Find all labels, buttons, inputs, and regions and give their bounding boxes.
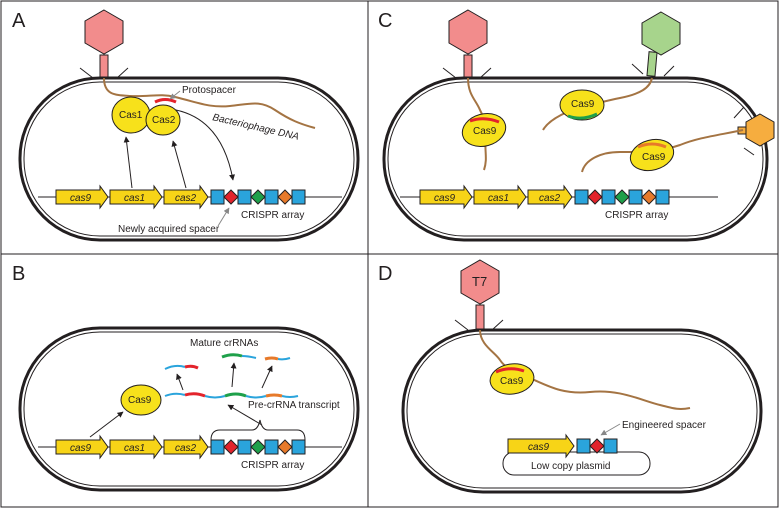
panel-d-frame — [367, 253, 779, 508]
gene-cas9-label-d: cas9 — [528, 442, 550, 453]
protospacer-mark — [154, 98, 177, 104]
phage-t7-icon — [454, 259, 504, 331]
gene-cas1-b — [109, 434, 163, 460]
gene-cas2-label-c: cas2 — [539, 193, 561, 204]
gene-cas9-a — [55, 184, 109, 210]
gene-cas1-label-b: cas1 — [124, 443, 145, 454]
gene-cas1-a — [109, 184, 163, 210]
cas1-label: Cas1 — [119, 110, 143, 121]
engineered-array — [576, 438, 618, 454]
pre-crrna-label: Pre-crRNA transcript — [248, 400, 340, 411]
plasmid-label: Low copy plasmid — [531, 461, 610, 472]
panel-c-letter: C — [378, 10, 392, 32]
cas2-protein — [145, 104, 181, 136]
panel-d-letter: D — [378, 263, 392, 285]
panel-a-letter: A — [12, 10, 26, 32]
gene-cas1-label-a: cas1 — [124, 193, 145, 204]
mature-crrna-2 — [221, 353, 243, 359]
mature-crrna-1 — [164, 364, 186, 370]
phage-a-icon — [79, 9, 129, 79]
panel-c-cell — [382, 76, 769, 242]
cas9-protein-c2 — [559, 89, 605, 121]
gene-cas9-label-b: cas9 — [70, 443, 92, 454]
cas9-label-c2: Cas9 — [571, 99, 595, 110]
phage-c-pink-icon — [442, 9, 492, 79]
crispr-array-label-a: CRISPR array — [241, 210, 304, 221]
crispr-array-c — [574, 189, 670, 205]
cas9-label-c1: Cas9 — [473, 126, 497, 137]
crispr-array-b — [210, 439, 306, 455]
cas9-label-b: Cas9 — [128, 395, 152, 406]
gene-cas2-label-b: cas2 — [175, 443, 197, 454]
engineered-spacer-label: Engineered spacer — [622, 420, 707, 431]
new-spacer-label: Newly acquired spacer — [118, 224, 220, 235]
panel-c-frame — [367, 0, 779, 255]
pre-crrna-transcript — [164, 392, 186, 397]
phage-t7-label: T7 — [472, 274, 487, 289]
gene-cas9-b — [55, 434, 109, 460]
cas9-label-d: Cas9 — [500, 376, 524, 387]
phage-c-green-icon — [631, 11, 681, 77]
panel-d: D T7 Cas9 cas9 Engineered spacer Low cop… — [378, 259, 763, 494]
gene-cas1-c — [473, 184, 527, 210]
gene-cas2-b — [163, 434, 209, 460]
gene-cas9-label-a: cas9 — [70, 193, 92, 204]
gene-cas9-label-c: cas9 — [434, 193, 456, 204]
panel-d-cell — [401, 328, 763, 494]
cas2-label: Cas2 — [152, 115, 176, 126]
gene-cas2-c — [527, 184, 573, 210]
crispr-array-label-c: CRISPR array — [605, 210, 668, 221]
cas9-protein-b — [120, 384, 162, 416]
mature-crrna-3 — [264, 356, 279, 361]
gene-cas9-d — [507, 433, 575, 459]
phage-dna-a — [103, 77, 316, 129]
mature-crrnas-label: Mature crRNAs — [190, 338, 258, 349]
gene-cas1-label-c: cas1 — [488, 193, 509, 204]
panel-b-cell — [18, 326, 360, 492]
protospacer-label: Protospacer — [182, 85, 237, 96]
crispr-array-label-b: CRISPR array — [241, 460, 304, 471]
panel-b-letter: B — [12, 263, 25, 285]
panel-b: B Mature crRNAs Pre-crRNA transcript Cas… — [12, 263, 360, 492]
gene-cas2-a — [163, 184, 209, 210]
cas9-label-c3: Cas9 — [642, 152, 666, 163]
panel-c: C Cas9 Cas9 Cas — [378, 9, 775, 242]
crispr-array-a — [210, 189, 306, 205]
panel-a-cell — [18, 76, 360, 242]
panel-b-frame — [0, 253, 369, 508]
phage-dna-d — [479, 329, 691, 410]
gene-cas9-c — [419, 184, 473, 210]
gene-cas2-label-a: cas2 — [175, 193, 197, 204]
panel-a: A Cas1 Cas2 Protospacer Bacteriophage DN… — [12, 9, 360, 242]
phage-c-orange-icon — [733, 106, 775, 156]
